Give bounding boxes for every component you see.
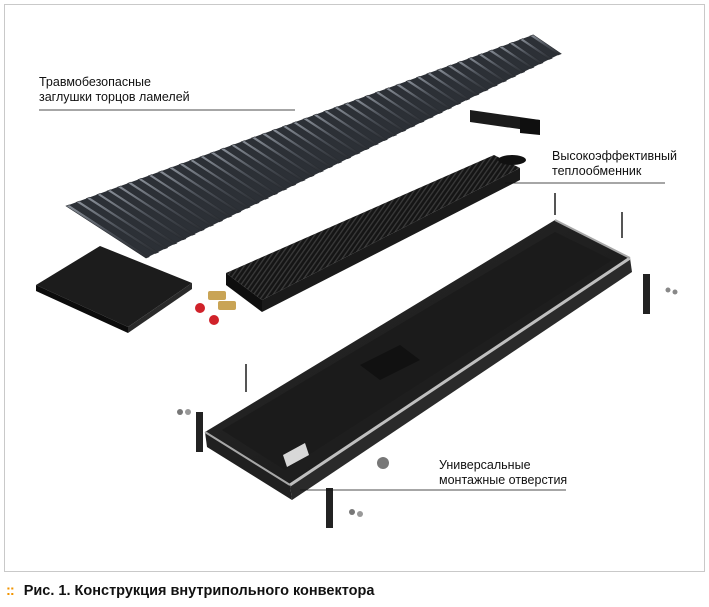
grille-slat (281, 125, 343, 164)
convector-tray (204, 219, 632, 500)
grille-slat (488, 49, 526, 74)
grille-slat (405, 79, 452, 110)
grille-slat (436, 68, 480, 96)
grille-slat (189, 159, 260, 205)
mounting-bracket (326, 488, 333, 528)
convector-exploded-illustration: (function(){ const g = document.currentS… (36, 34, 678, 528)
caption-label: Рис. 1. (23, 583, 71, 599)
callout-safety-caps: Травмобезопасные заглушки торцов ламелей (39, 75, 190, 105)
round-plug (377, 457, 389, 469)
callout-line: Высокоэффективный (552, 149, 677, 163)
grille-slat (230, 144, 297, 187)
caption-text: Конструкция внутрипольного конвектора (74, 583, 375, 599)
grille-slat (271, 128, 333, 169)
grille-slat (75, 200, 160, 254)
grille-slat (333, 106, 388, 142)
mounting-bracket (196, 412, 203, 452)
grille-slat (312, 113, 370, 151)
grille-slat (374, 91, 425, 124)
red-cap-icon (209, 315, 219, 325)
grille-slat (250, 136, 315, 178)
grille-slat (457, 60, 498, 87)
grille-slat (220, 147, 288, 191)
grille-slat (467, 57, 507, 83)
cover-plate (36, 246, 192, 333)
grille-slat (426, 72, 471, 101)
product-label (283, 443, 309, 467)
grille-slat (116, 185, 196, 236)
grille-slat (65, 204, 150, 259)
heat-exchanger (195, 155, 526, 325)
mounting-hardware (177, 193, 678, 528)
callout-line: заглушки торцов ламелей (39, 90, 190, 104)
leader-lines (39, 109, 665, 491)
grille-slat (508, 42, 544, 65)
grille-slat (529, 34, 562, 56)
grille-slat (209, 151, 279, 196)
grille-slat (168, 166, 242, 214)
grille-slat (364, 94, 416, 128)
callout-heat-exchanger: Высокоэффективный теплообменник (552, 149, 677, 179)
grille-slat (343, 102, 398, 137)
grille-slat (292, 121, 352, 160)
grille-slat (415, 76, 462, 105)
grille-slat (127, 181, 205, 232)
grille-slat (158, 170, 233, 218)
grille-slat (85, 196, 169, 250)
callout-line: Универсальные (439, 458, 531, 472)
grille-slat (199, 155, 269, 200)
grille-slat (178, 162, 251, 209)
grille-slat (137, 178, 214, 227)
grille-slat (261, 132, 324, 173)
callout-mounting-holes: Универсальные монтажные отверстия (439, 458, 567, 488)
grille-slat (240, 140, 306, 182)
grille-slat (395, 83, 443, 114)
grille-slat (477, 53, 517, 78)
grille-slat (384, 87, 434, 119)
grille-slat (106, 189, 187, 241)
grille-slat (498, 45, 535, 69)
figure-caption: :: Рис. 1. Конструкция внутрипольного ко… (6, 583, 374, 599)
grille-slat (147, 174, 224, 223)
grille-slat (519, 38, 553, 60)
linear-grille: (function(){ const g = document.currentS… (65, 34, 562, 259)
callout-line: Травмобезопасные (39, 75, 151, 89)
mounting-bracket (643, 274, 650, 314)
callout-line: монтажные отверстия (439, 473, 568, 487)
caption-marker: :: (6, 583, 15, 599)
grille-slat (323, 110, 379, 146)
pipe-fittings (195, 291, 236, 325)
grille-slat (446, 64, 489, 92)
red-cap-icon (195, 303, 205, 313)
grille-slat (96, 193, 178, 245)
grille-slat (354, 98, 407, 133)
grille-slat (302, 117, 361, 155)
callout-line: теплообменник (552, 164, 642, 178)
